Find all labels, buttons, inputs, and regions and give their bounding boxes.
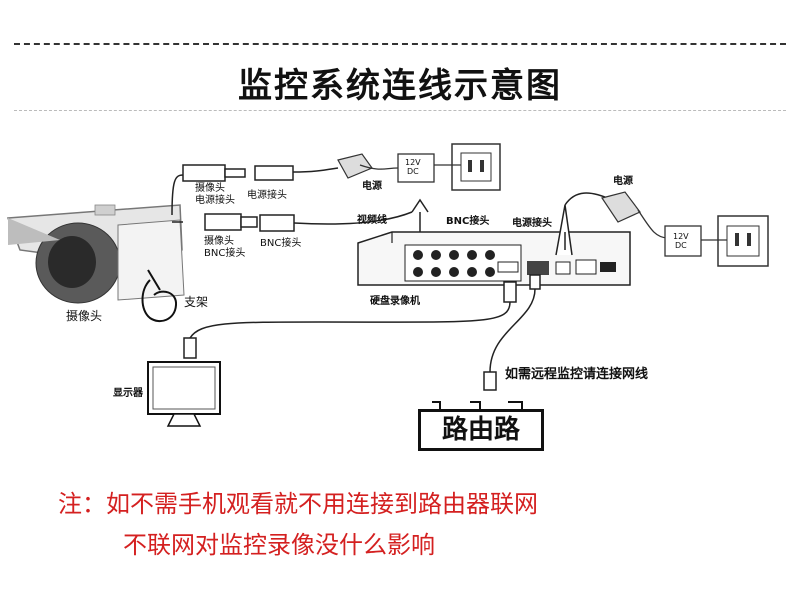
dvr-icon <box>357 231 631 286</box>
adapter-1-rating: 12V DC <box>405 158 421 176</box>
title-underline <box>14 110 786 111</box>
dvr-power-cable <box>555 192 613 256</box>
label-power-2: 电源 <box>613 176 633 187</box>
label-power-connector-2: 电源接头 <box>512 218 552 229</box>
camera-cables <box>171 164 413 232</box>
label-bracket: 支架 <box>184 295 209 309</box>
label-camera-power-connector: 摄像头 电源接头 <box>195 183 235 206</box>
router-label: 路由路 <box>441 415 520 445</box>
label-monitor: 显示器 <box>113 388 143 399</box>
note-line-2: 不联网对监控录像没什么影响 <box>123 531 435 559</box>
vga-cable <box>183 281 517 359</box>
monitor-icon <box>147 361 221 427</box>
diagram-title: 监控系统连线示意图 <box>238 66 562 106</box>
note-line-1: 注：如不需手机观看就不用连接到路由器联网 <box>58 490 538 518</box>
power-adapter-icon <box>337 153 435 183</box>
label-camera-bnc-connector: 摄像头 BNC接头 <box>204 236 246 259</box>
top-dashed-divider <box>14 43 786 45</box>
label-bnc-connector-2: BNC接头 <box>446 216 490 227</box>
camera-icon <box>6 204 185 304</box>
network-cable <box>483 274 541 391</box>
label-dvr: 硬盘录像机 <box>370 296 420 307</box>
label-power-connector-1: 电源接头 <box>247 190 287 201</box>
wall-socket-icon <box>434 143 501 191</box>
remote-monitoring-note: 如需远程监控请连接网线 <box>505 367 649 382</box>
router-box: 路由路 <box>418 409 544 451</box>
label-camera: 摄像头 <box>66 309 103 323</box>
wall-socket-icon <box>701 215 769 267</box>
label-bnc-connector-1: BNC接头 <box>260 238 302 249</box>
bracket-icon <box>141 269 178 323</box>
label-power-1: 电源 <box>362 181 382 192</box>
power-adapter-icon <box>601 191 702 257</box>
adapter-2-rating: 12V DC <box>673 232 689 250</box>
router-icon <box>432 401 523 409</box>
label-video-cable: 视频线 <box>357 215 387 226</box>
